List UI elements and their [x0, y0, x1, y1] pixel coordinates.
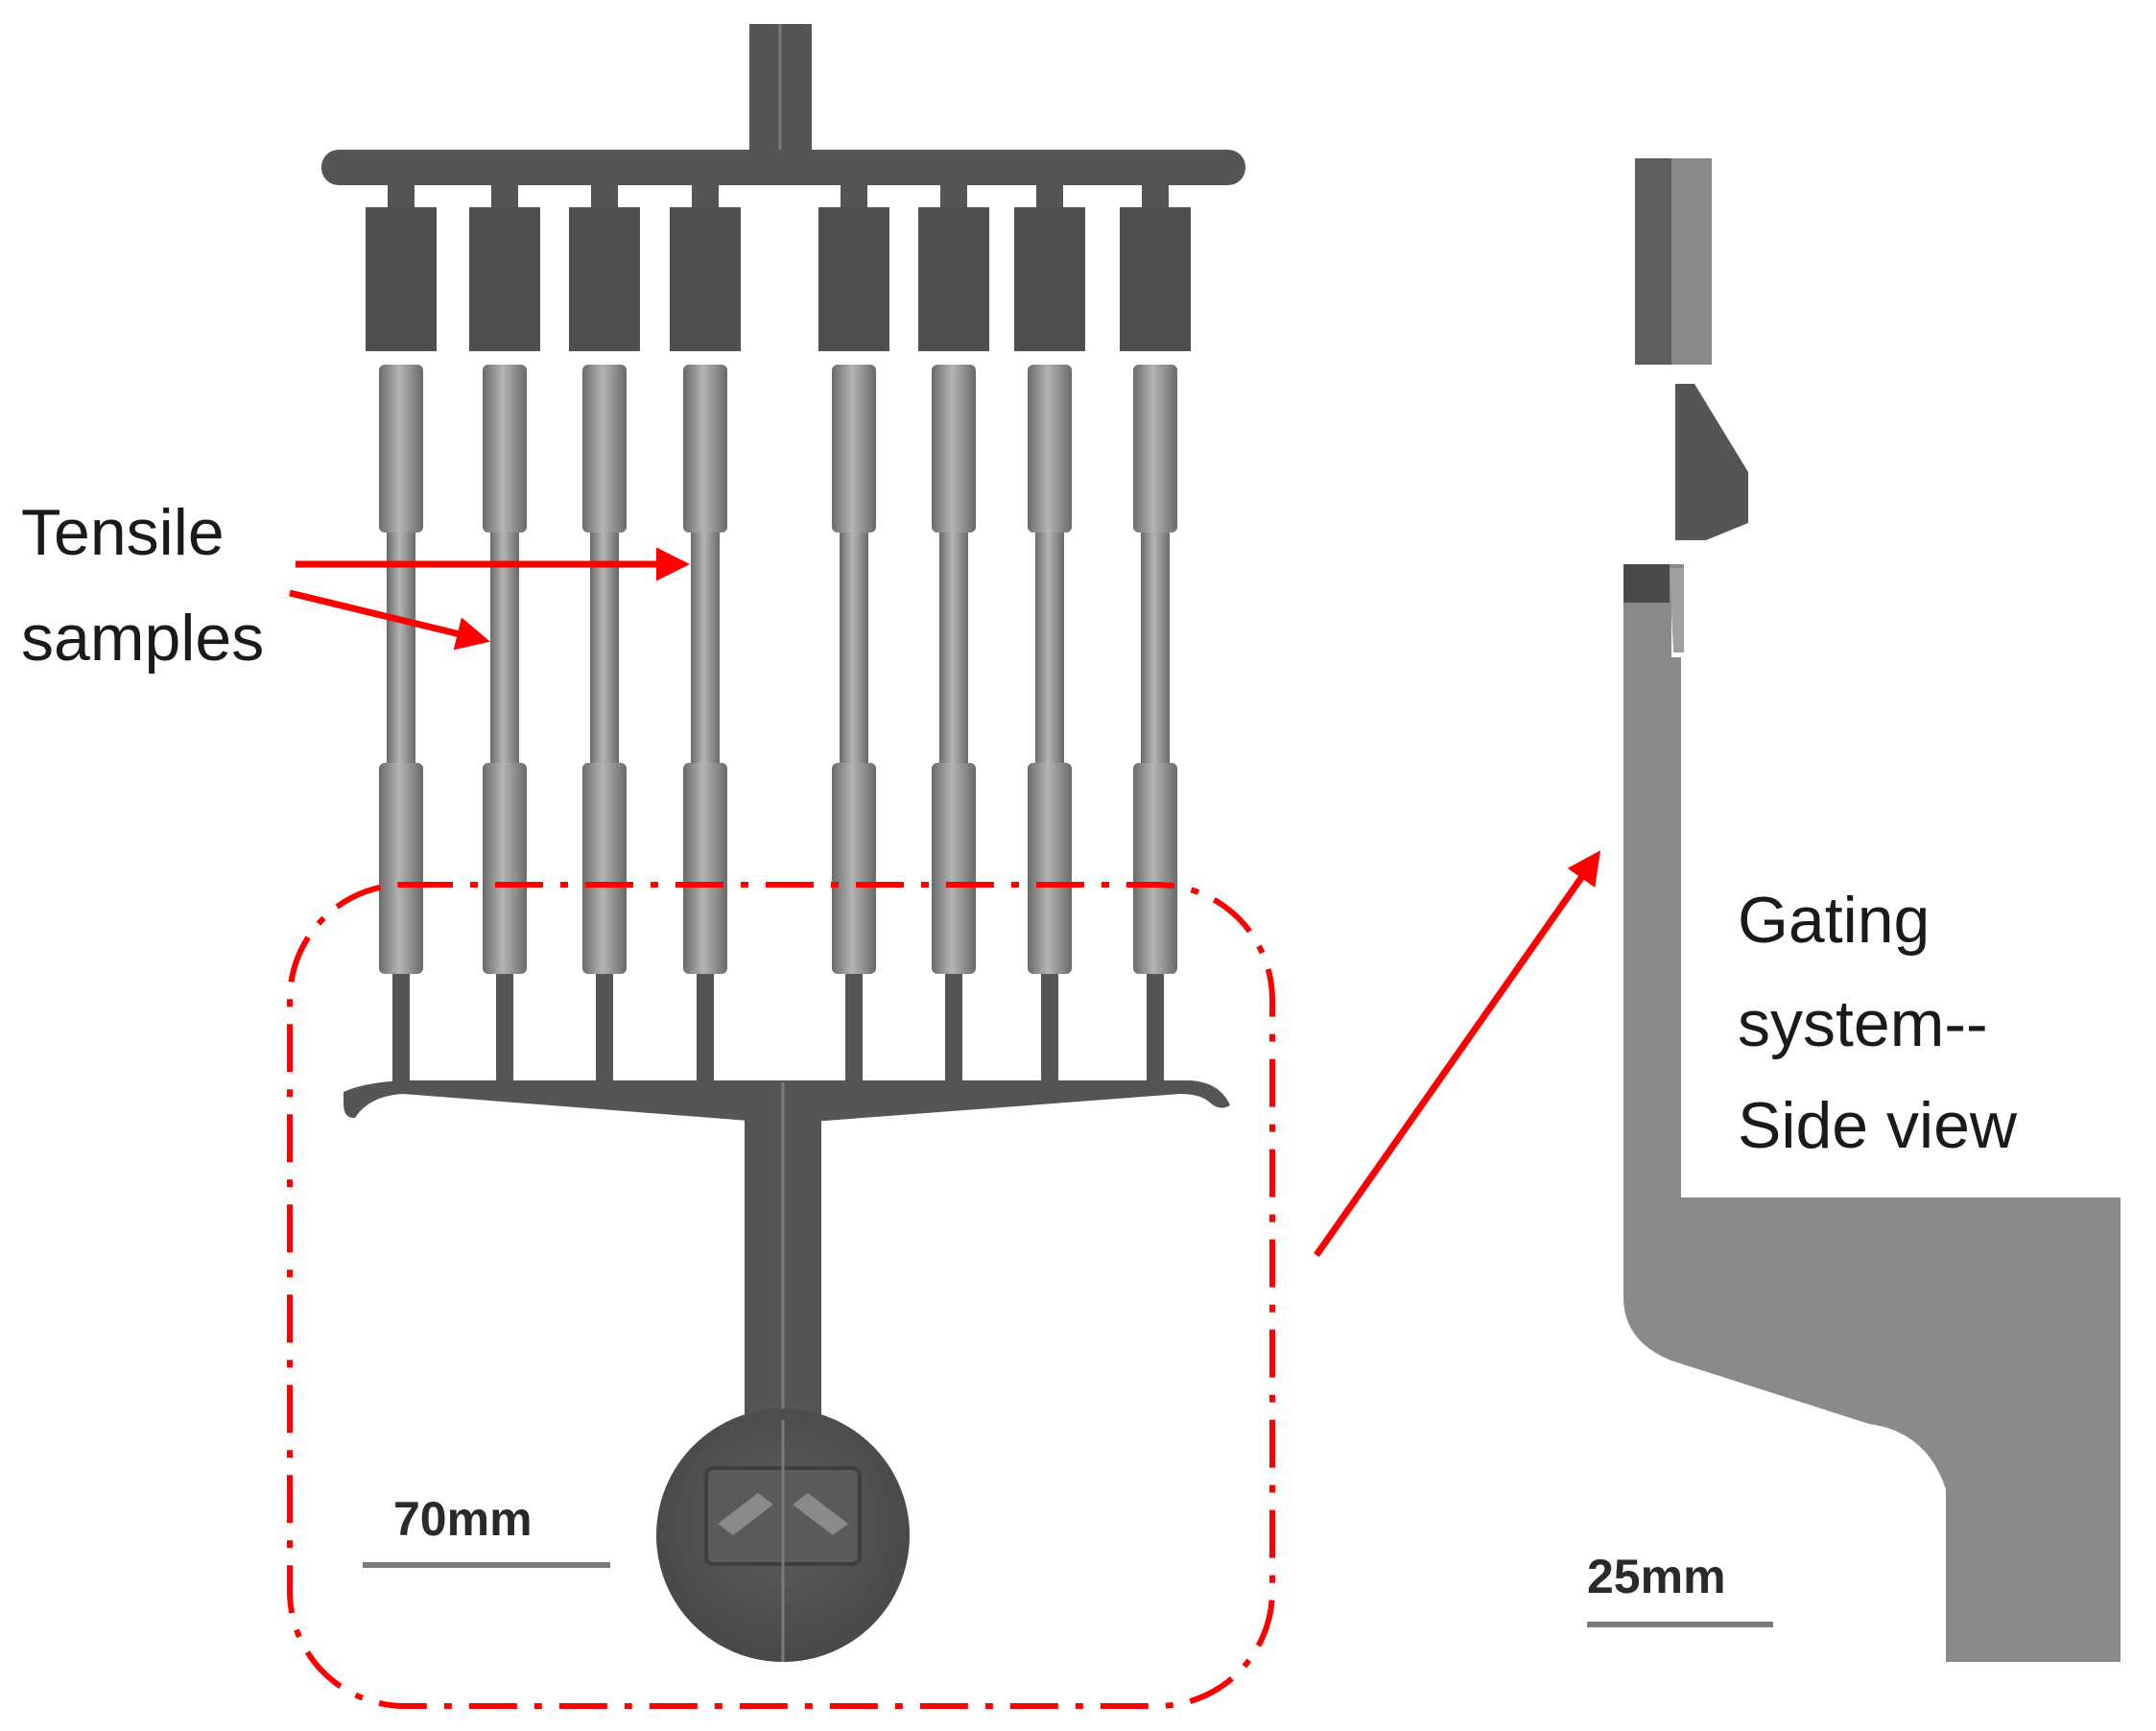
side-view-arrow — [1314, 850, 1601, 1258]
front-view — [321, 24, 1245, 1662]
sample-connector-top-2 — [491, 182, 518, 207]
sample-upper-grip-1 — [379, 365, 423, 533]
side-body — [1623, 564, 2120, 1662]
side-view — [1623, 158, 2120, 1662]
sample-upper-grip-3 — [582, 365, 627, 533]
gating-label-line2: system-- — [1738, 987, 1988, 1060]
tensile-arrow-2 — [289, 589, 490, 651]
sample-gauge-1 — [387, 533, 415, 763]
sample-upper-grip-4 — [683, 365, 727, 533]
gating-label-line1: Gating — [1738, 884, 1930, 957]
sample-lower-grip-8 — [1133, 763, 1177, 974]
sample-feeder-7 — [1014, 207, 1085, 351]
sample-stem-8 — [1147, 974, 1164, 1084]
sample-gauge-3 — [590, 533, 619, 763]
sample-connector-top-8 — [1142, 182, 1169, 207]
sample-stem-5 — [845, 974, 863, 1084]
sample-lower-grip-6 — [932, 763, 976, 974]
tensile-label-line2: samples — [21, 602, 264, 675]
sample-lower-grip-4 — [683, 763, 727, 974]
tensile-label-line1: Tensile — [21, 496, 225, 569]
gating-region-outline — [287, 882, 1275, 1709]
sample-stem-2 — [496, 974, 513, 1084]
sample-feeder-2 — [469, 207, 540, 351]
sample-stem-4 — [697, 974, 714, 1084]
tensile-samples — [366, 182, 1191, 1084]
sample-gauge-6 — [939, 533, 968, 763]
sample-gauge-4 — [691, 533, 720, 763]
sample-upper-grip-2 — [483, 365, 527, 533]
sample-upper-grip-5 — [832, 365, 876, 533]
sample-feeder-6 — [918, 207, 989, 351]
sample-connector-top-5 — [841, 182, 867, 207]
sample-upper-grip-7 — [1028, 365, 1072, 533]
sample-stem-7 — [1041, 974, 1058, 1084]
sample-upper-grip-8 — [1133, 365, 1177, 533]
sample-feeder-1 — [366, 207, 437, 351]
upper-runner — [321, 150, 1245, 185]
side-scale-bar: 25mm — [1587, 1550, 1773, 1627]
front-scale-bar: 70mm — [363, 1492, 610, 1568]
sample-lower-grip-3 — [582, 763, 627, 974]
sample-connector-top-7 — [1036, 182, 1063, 207]
front-scale-label: 70mm — [393, 1492, 533, 1546]
sample-lower-grip-5 — [832, 763, 876, 974]
side-scale-label: 25mm — [1587, 1550, 1726, 1603]
sample-gauge-8 — [1141, 533, 1170, 763]
sample-stem-1 — [392, 974, 410, 1084]
sample-feeder-4 — [670, 207, 741, 351]
sample-stem-3 — [596, 974, 613, 1084]
sample-connector-top-3 — [591, 182, 618, 207]
sample-connector-top-6 — [940, 182, 967, 207]
sample-upper-grip-6 — [932, 365, 976, 533]
sample-lower-grip-1 — [379, 763, 423, 974]
sample-feeder-3 — [569, 207, 640, 351]
sample-stem-6 — [945, 974, 962, 1084]
sample-feeder-5 — [818, 207, 889, 351]
sample-gauge-2 — [490, 533, 519, 763]
sample-lower-grip-7 — [1028, 763, 1072, 974]
sample-connector-top-1 — [388, 182, 415, 207]
gating-label-line3: Side view — [1738, 1089, 2018, 1162]
sample-gauge-7 — [1035, 533, 1064, 763]
sample-connector-top-4 — [692, 182, 719, 207]
sample-feeder-8 — [1120, 207, 1191, 351]
sample-lower-grip-2 — [483, 763, 527, 974]
sample-gauge-5 — [840, 533, 868, 763]
